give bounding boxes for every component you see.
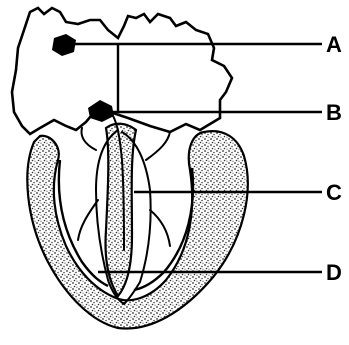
- purkinje-fiber-left-1: [82, 128, 96, 150]
- purkinje-fiber-right-1: [146, 132, 170, 160]
- atria-outline: [12, 8, 232, 134]
- label-d: D: [326, 260, 342, 285]
- purkinje-fiber-left-2: [78, 200, 98, 240]
- purkinje-fiber-right-2: [150, 210, 170, 246]
- label-c: C: [326, 180, 342, 205]
- label-b: B: [326, 100, 342, 125]
- label-a: A: [326, 32, 342, 57]
